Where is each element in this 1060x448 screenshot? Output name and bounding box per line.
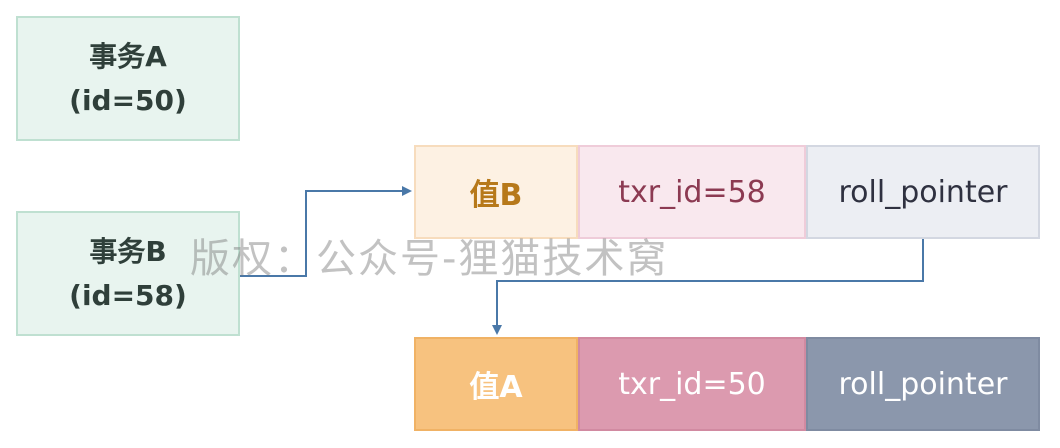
older-row-roll-pointer-cell: roll_pointer (806, 337, 1040, 431)
transaction-b-box: 事务B (id=58) (16, 211, 240, 336)
newer-row-roll-pointer-cell: roll_pointer (806, 145, 1040, 239)
transaction-a-box: 事务A (id=50) (16, 16, 240, 141)
transaction-a-name: 事务A (89, 39, 167, 73)
newer-row-value-cell: 值B (414, 145, 578, 239)
write-arrow-transaction-b-to-newer-row (240, 186, 412, 277)
newer-row-trx-id-cell: txr_id=58 (578, 145, 806, 239)
older-row-trx-id-cell: txr_id=50 (578, 337, 806, 431)
transaction-a-id: (id=50) (69, 83, 187, 117)
watermark-text: 版权：公众号-狸猫技术窝 (190, 236, 669, 282)
transaction-b-name: 事务B (89, 234, 167, 268)
roll-pointer-arrow-to-older-row (492, 239, 924, 335)
transaction-b-id: (id=58) (69, 278, 187, 312)
older-row-value-cell: 值A (414, 337, 578, 431)
